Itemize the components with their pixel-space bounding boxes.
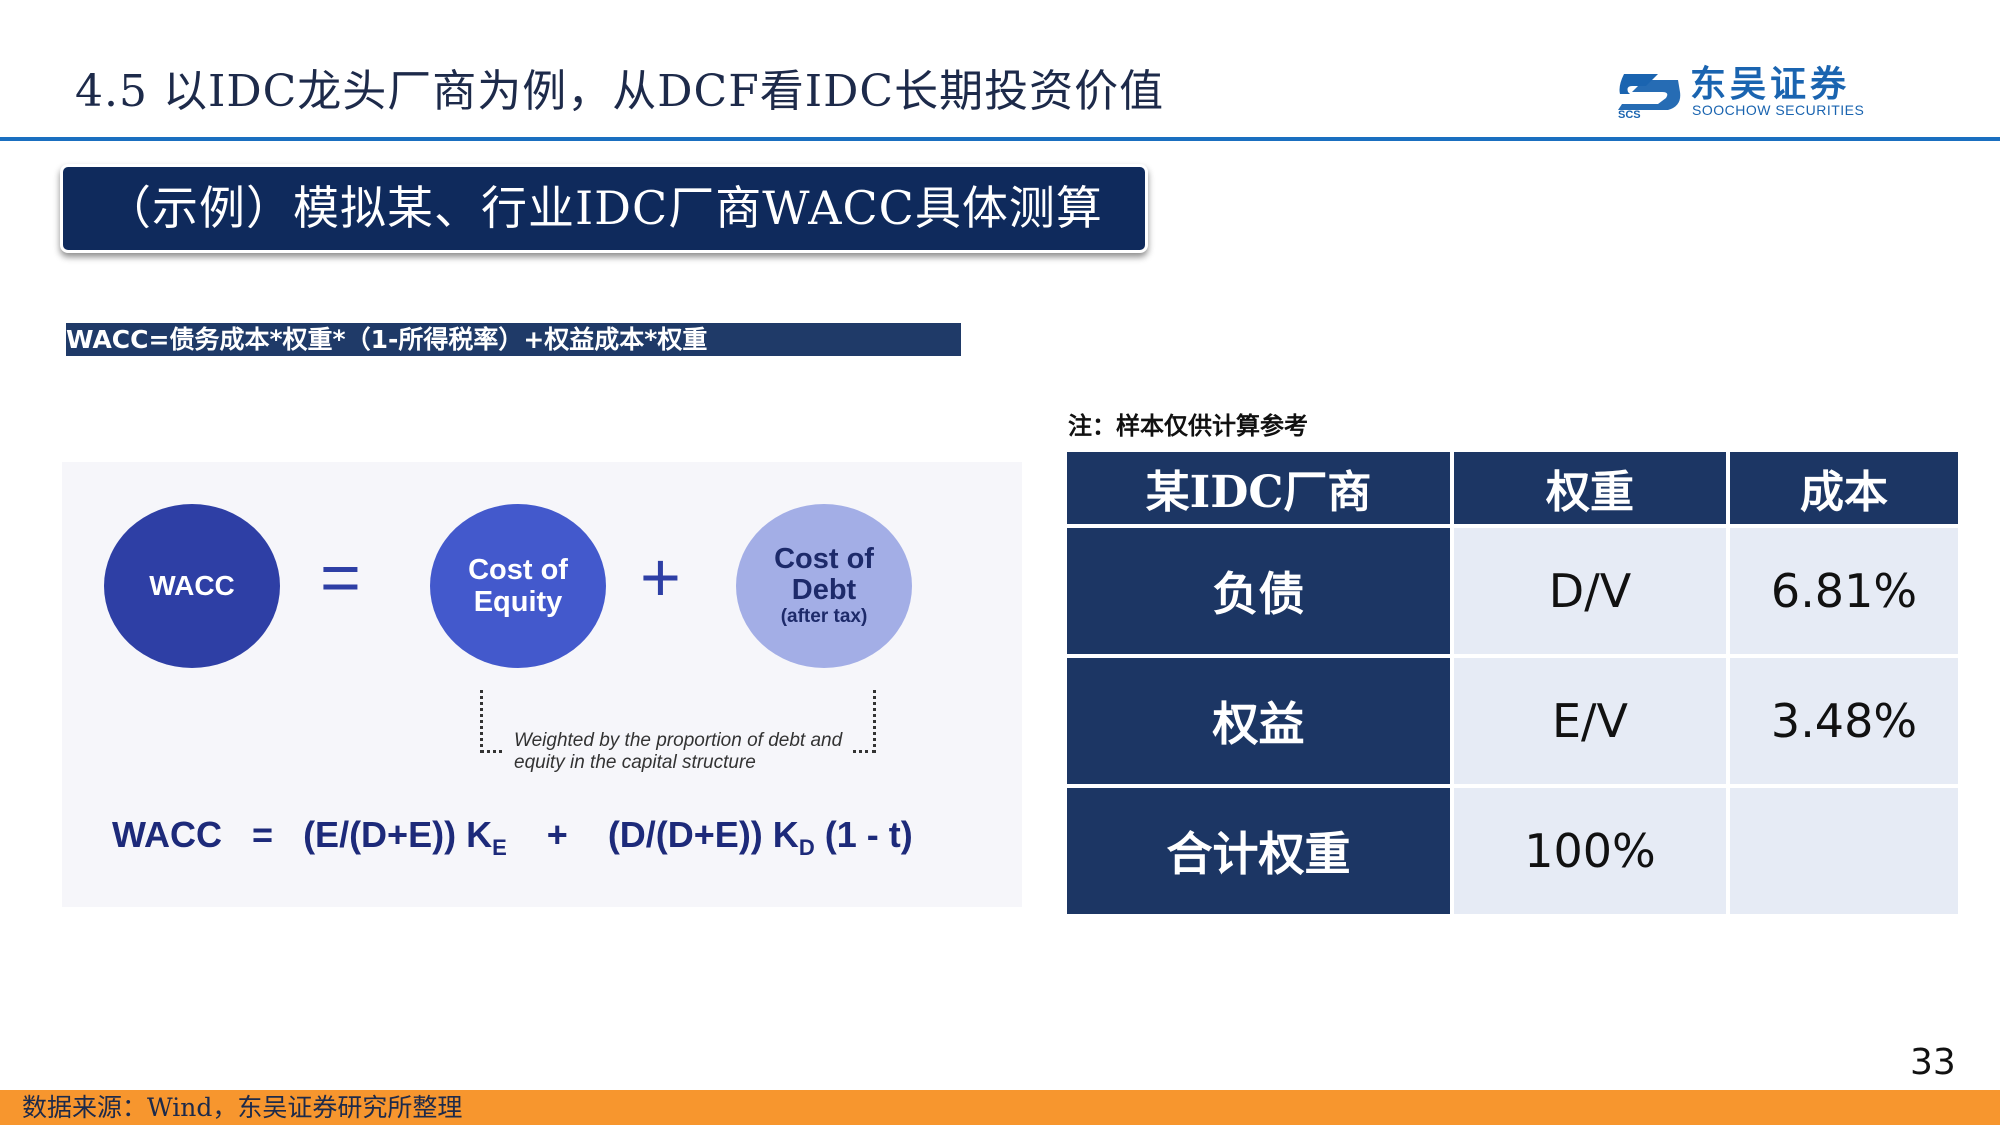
header-weight: 权重 xyxy=(1454,452,1726,524)
cell-weight-total: 100% xyxy=(1454,788,1726,914)
logo-abbr: SCS xyxy=(1618,109,1641,118)
wacc-diagram: WACC = Cost of Equity + Cost of Debt (af… xyxy=(62,462,1022,907)
formula-bar: WACC=债务成本*权重*（1-所得税率）+权益成本*权重 xyxy=(66,323,961,356)
wacc-equation: WACC = (E/(D+E)) KE + (D/(D+E)) KD (1 - … xyxy=(112,814,913,861)
header-divider xyxy=(0,137,2000,141)
wacc-circle-label: WACC xyxy=(149,570,235,601)
wacc-circle: WACC xyxy=(104,504,280,668)
eq-equity-term: (E/(D+E)) K xyxy=(303,814,493,855)
cell-weight-equity: E/V xyxy=(1454,658,1726,784)
cost-of-debt-circle: Cost of Debt (after tax) xyxy=(736,504,912,668)
debt-label-line2: Debt xyxy=(791,574,857,606)
page-title: 4.5 以IDC龙头厂商为例，从DCF看IDC长期投资价值 xyxy=(75,66,1165,117)
debt-label-line1: Cost of xyxy=(774,543,874,575)
cell-weight-debt: D/V xyxy=(1454,528,1726,654)
sample-note: 注：样本仅供计算参考 xyxy=(1068,411,1308,440)
debt-label-sub: (after tax) xyxy=(780,606,868,627)
cell-cost-equity: 3.48% xyxy=(1730,658,1958,784)
banner-title: （示例）模拟某、行业IDC厂商WACC具体测算 xyxy=(105,181,1103,235)
eq-sub-d: D xyxy=(798,835,815,861)
cell-cost-debt: 6.81% xyxy=(1730,528,1958,654)
logo-english-name: SOOCHOW SECURITIES xyxy=(1692,102,1865,118)
row-label-total: 合计权重 xyxy=(1067,788,1450,914)
plus-sign: + xyxy=(640,538,681,616)
row-label-debt: 负债 xyxy=(1067,528,1450,654)
row-label-equity: 权益 xyxy=(1067,658,1450,784)
equals-sign: = xyxy=(320,538,361,616)
table-row: 负债 D/V 6.81% xyxy=(1067,528,1958,654)
page-number: 33 xyxy=(1910,1042,1956,1083)
eq-wacc: WACC xyxy=(112,814,222,855)
table-row: 权益 E/V 3.48% xyxy=(1067,658,1958,784)
weight-note: Weighted by the proportion of debt and e… xyxy=(514,730,843,773)
logo-chinese-name: 东吴证券 xyxy=(1690,64,1851,105)
formula-text: WACC=债务成本*权重*（1-所得税率）+权益成本*权重 xyxy=(66,325,708,354)
cell-cost-total xyxy=(1730,788,1958,914)
eq-plus: + xyxy=(546,814,568,855)
equity-label-line1: Cost of xyxy=(468,554,568,586)
wacc-table: 某IDC厂商 权重 成本 负债 D/V 6.81% 权益 E/V 3.48% 合… xyxy=(1063,448,1962,918)
soochow-logo-icon: SCS xyxy=(1618,74,1681,118)
bracket-gap xyxy=(504,732,852,762)
equity-label-line2: Equity xyxy=(473,586,563,618)
eq-tax-term: (1 - t) xyxy=(824,814,913,855)
eq-debt-term: (D/(D+E)) K xyxy=(607,814,799,855)
eq-equals: = xyxy=(252,814,274,855)
eq-sub-e: E xyxy=(492,835,507,861)
footer-bar xyxy=(0,1090,2000,1125)
section-banner: （示例）模拟某、行业IDC厂商WACC具体测算 xyxy=(60,164,1148,253)
table-row: 合计权重 100% xyxy=(1067,788,1958,914)
header-company: 某IDC厂商 xyxy=(1067,452,1450,524)
data-source: 数据来源：Wind，东吴证券研究所整理 xyxy=(22,1093,463,1122)
soochow-logo: SCS 东吴证券 SOOCHOW SECURITIES xyxy=(1618,66,1896,120)
cost-of-equity-circle: Cost of Equity xyxy=(430,504,606,668)
header-cost: 成本 xyxy=(1730,452,1958,524)
table-header-row: 某IDC厂商 权重 成本 xyxy=(1067,452,1958,524)
